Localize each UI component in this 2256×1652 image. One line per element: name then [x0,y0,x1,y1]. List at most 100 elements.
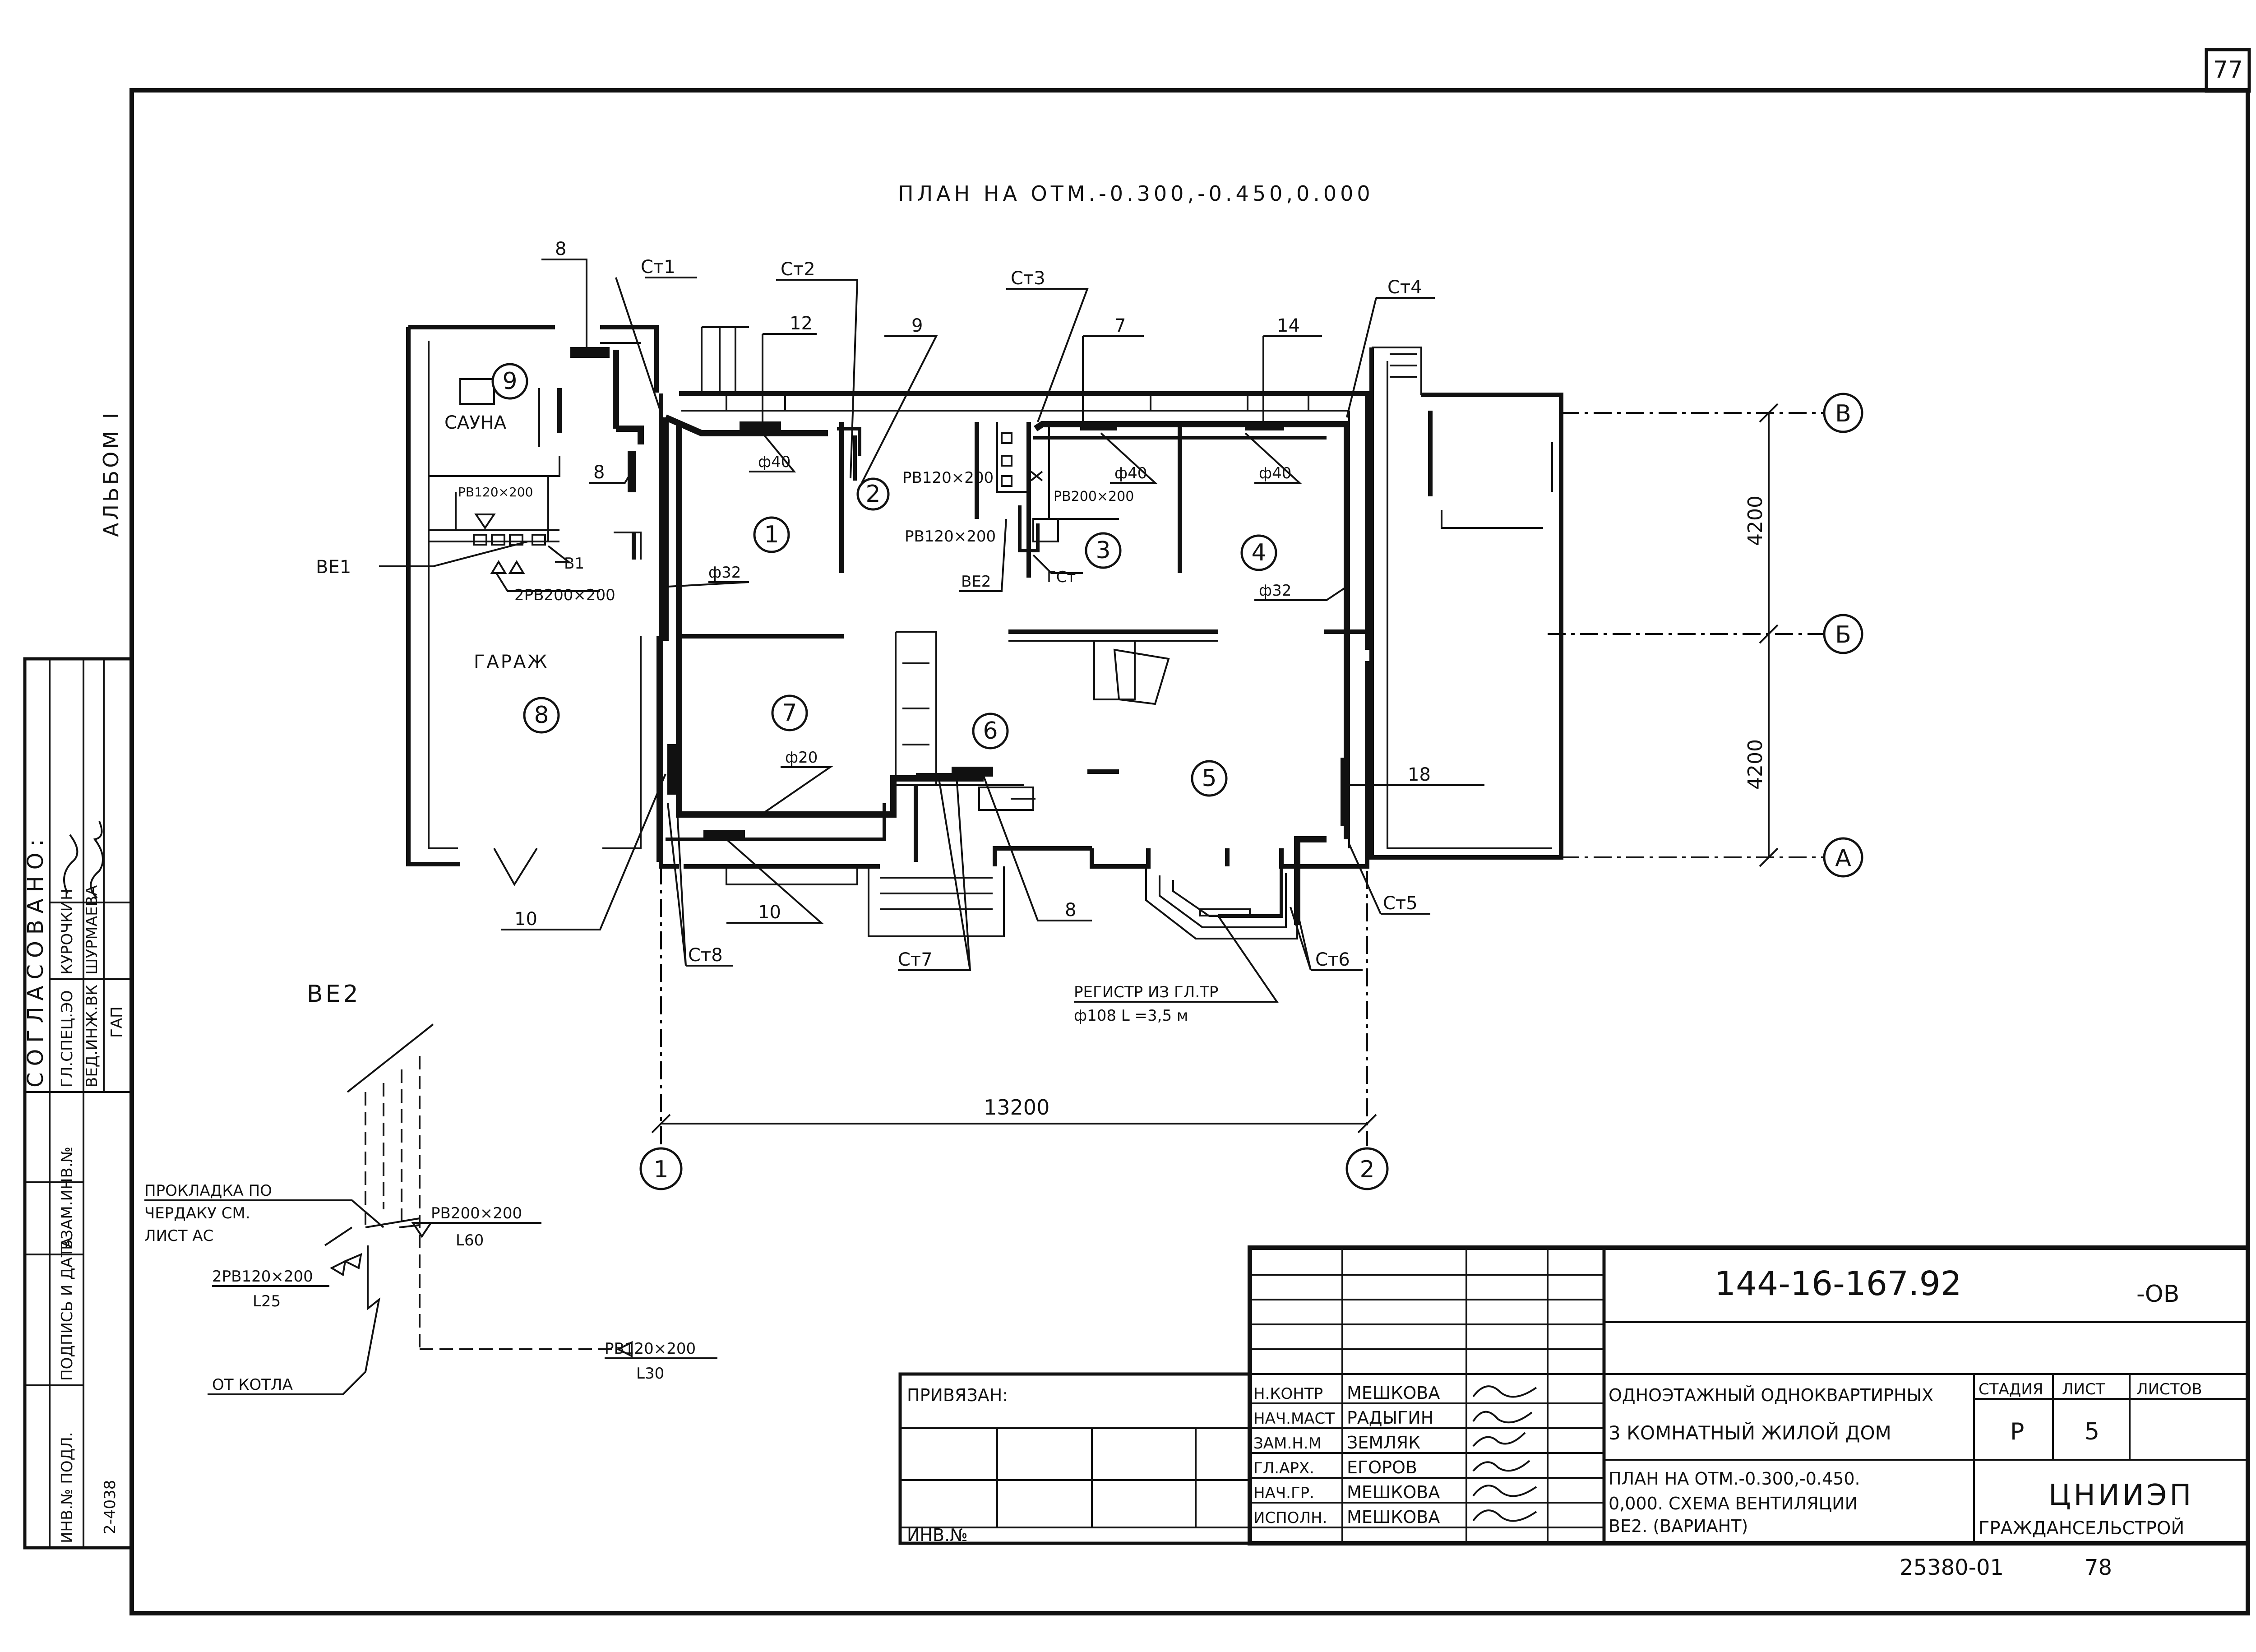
staff-name-5: МЕШКОВА [1347,1482,1440,1502]
leader-12: 12 [790,313,813,334]
heater-room-6 [952,767,993,777]
project-suffix: -ОВ [2136,1281,2179,1308]
leader-8-bottom: 8 [1065,900,1076,921]
room-markers: 9 САУНА 8 ГАРАЖ 1 2 3 4 5 6 7 [444,363,1277,797]
room-number-7: 7 [782,699,797,727]
approval-heading: СОГЛАСОВАНО: [23,833,48,1087]
floor-plan [406,325,1563,939]
riser-st3: Ст3 [1011,268,1045,289]
axis-marker-1 [639,1147,683,1190]
room-name-sauna: САУНА [444,412,507,433]
side-stamp-frame [23,657,134,1550]
sheet-desc-1: ПЛАН НА ОТМ.-0.300,-0.450. [1609,1469,1860,1489]
scheme-note-2: ЧЕРДАКУ СМ. [144,1204,250,1222]
scheme-note-3: ЛИСТ АС [144,1227,213,1245]
scheme-title: ВЕ2 [307,981,361,1008]
room-number-1: 1 [764,521,779,548]
staff-role-1: Н.КОНТР [1253,1385,1323,1403]
scheme-grille-2: 2РВ120×200 [212,1268,313,1286]
staff-role-6: ИСПОЛН. [1253,1509,1327,1527]
riser-st7: Ст7 [898,949,933,970]
stamp-number: 2-4038 [101,1480,119,1534]
riser-st8: Ст8 [688,945,723,966]
garage-door-swing [493,847,538,886]
heater-room-3 [1080,421,1117,430]
heating-system [473,347,1350,925]
signature-1 [63,834,79,894]
riser-st2: Ст2 [781,259,815,280]
pipe-size-1: ф40 [758,453,791,471]
leader-8-top: 8 [555,239,566,259]
sheet-frame: 77 [129,48,2251,1615]
boiler-duct [365,1245,380,1372]
staff-name-4: ЕГОРОВ [1347,1458,1417,1477]
room-marker-9 [491,363,528,400]
grille-label-1: РВ120×200 [902,469,994,487]
axis-number-1: 1 [653,1156,668,1183]
register-line2: ф108 L =3,5 м [1074,1007,1188,1025]
axis-marker-B [1823,614,1863,654]
signature-tb-5 [1472,1485,1537,1497]
dim-vertical-1: 4200 [1744,495,1767,546]
dim-horizontal: 13200 [984,1095,1049,1120]
approval-role-1: ГЛ.СПЕЦ.ЭО [58,990,76,1087]
ve2-scheme: ВЕ2 ПРОКЛАДКА ПО ЧЕРДАКУ СМ. ЛИСТ АС РВ2… [144,981,717,1395]
staff-name-3: ЗЕМЛЯК [1347,1433,1420,1453]
grid-axes: В Б А 4200 4200 1 2 13200 [639,393,1863,1190]
signature-tb-2 [1472,1411,1533,1424]
axis-marker-A [1823,837,1863,878]
dim-vertical-2: 4200 [1744,739,1767,790]
leader-7: 7 [1114,315,1126,336]
staff-role-5: НАЧ.ГР. [1253,1484,1314,1502]
riser-st5: Ст5 [1383,893,1418,914]
album-label: АЛЬБОМ I [99,410,123,537]
ve2-plan-label: ВЕ2 [961,573,991,591]
callouts: Ст1 8 12 Ст2 9 Ст3 7 14 Ст4 8 18 10 [316,239,1484,1025]
room-number-6: 6 [983,717,998,745]
room-marker-7 [771,694,808,731]
heater-sauna [570,347,610,358]
grille-label-4: РВ200×200 [1054,489,1134,504]
room-marker-1 [753,516,790,553]
scheme-grille-3: РВ120×200 [605,1340,696,1358]
room-number-4: 4 [1251,539,1266,566]
sheet-desc-2: 0,000. СХЕМА ВЕНТИЛЯЦИИ [1609,1494,1858,1513]
room-marker-5 [1191,760,1228,797]
title-block: ПРИВЯЗАН: ИНВ.№ Н.КОНТР МЕШКОВА НАЧ.МАСТ… [898,1245,2250,1580]
room-marker-6 [972,713,1009,750]
approval-role-2: ВЕД.ИНЖ.ВК [83,985,101,1087]
room-number-3: 3 [1096,537,1110,564]
room-marker-4 [1240,534,1277,571]
pipe-size-6: ф20 [785,749,818,767]
pipe-size-3: ф40 [1259,464,1291,482]
fireplace-hearth [1113,648,1170,705]
axis-letter-A: А [1835,845,1851,872]
sheet-number: 77 [2213,56,2243,83]
staff-name-1: МЕШКОВА [1347,1383,1440,1403]
signature-tb-1 [1472,1385,1537,1398]
axis-marker-2 [1345,1147,1389,1190]
room-number-2: 2 [865,481,880,508]
stamp-inv-podl: ИНВ.№ ПОДЛ. [58,1432,76,1543]
scheme-note-1: ПРОКЛАДКА ПО [144,1182,272,1200]
fireplace [1093,640,1136,700]
riser-st4: Ст4 [1387,277,1422,298]
v1-label: В1 [564,555,584,573]
axis-number-2: 2 [1359,1156,1374,1183]
heater-room-7 [667,744,676,795]
heater-room-7b [703,830,745,840]
pipe-size-4: ф32 [708,564,741,582]
staff-name-2: РАДЫГИН [1347,1408,1433,1428]
heater-room-1 [740,421,781,430]
sheet-value: 5 [2085,1418,2099,1445]
plan-title: ПЛАН НА ОТМ.-0.300,-0.450,0.000 [898,181,1374,206]
sheet-label: ЛИСТ [2062,1380,2105,1398]
page-number: 78 [2085,1555,2112,1580]
axis-marker-V [1823,393,1863,433]
signature-tb-3 [1472,1432,1526,1447]
grille-label-3: РВ120×200 [458,485,533,500]
scheme-grille-1: РВ200×200 [431,1204,522,1222]
riser-st1: Ст1 [641,257,675,278]
signature-tb-6 [1472,1509,1537,1522]
